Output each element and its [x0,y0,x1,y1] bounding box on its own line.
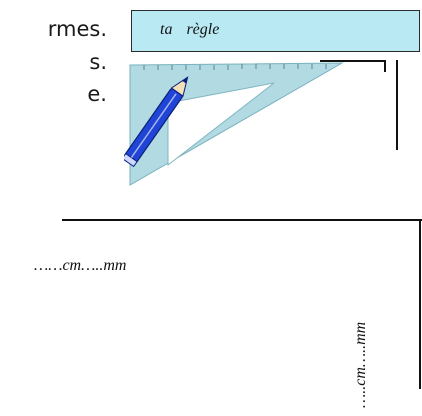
answer-blank-vertical[interactable]: …..cm…..mm [352,321,369,408]
guide-line-top [320,60,385,62]
ruler-label-word-1: ta [160,21,173,38]
set-square-cutout [167,82,275,167]
guide-line-short [384,60,386,72]
ruler-label-word-2: règle [186,21,220,38]
instruction-fragment-3: e. [87,82,107,106]
guide-line-long [396,60,398,150]
measure-line-horizontal [62,219,422,221]
pencil-icon [124,76,189,168]
answer-blank-horizontal[interactable]: ……cm…..mm [34,257,127,274]
measure-line-vertical [419,219,421,389]
instruction-fragment-1: rmes. [47,17,107,41]
set-square-ticks [143,64,327,70]
instruction-fragment-2: s. [89,50,107,74]
set-square-illustration [124,62,344,186]
